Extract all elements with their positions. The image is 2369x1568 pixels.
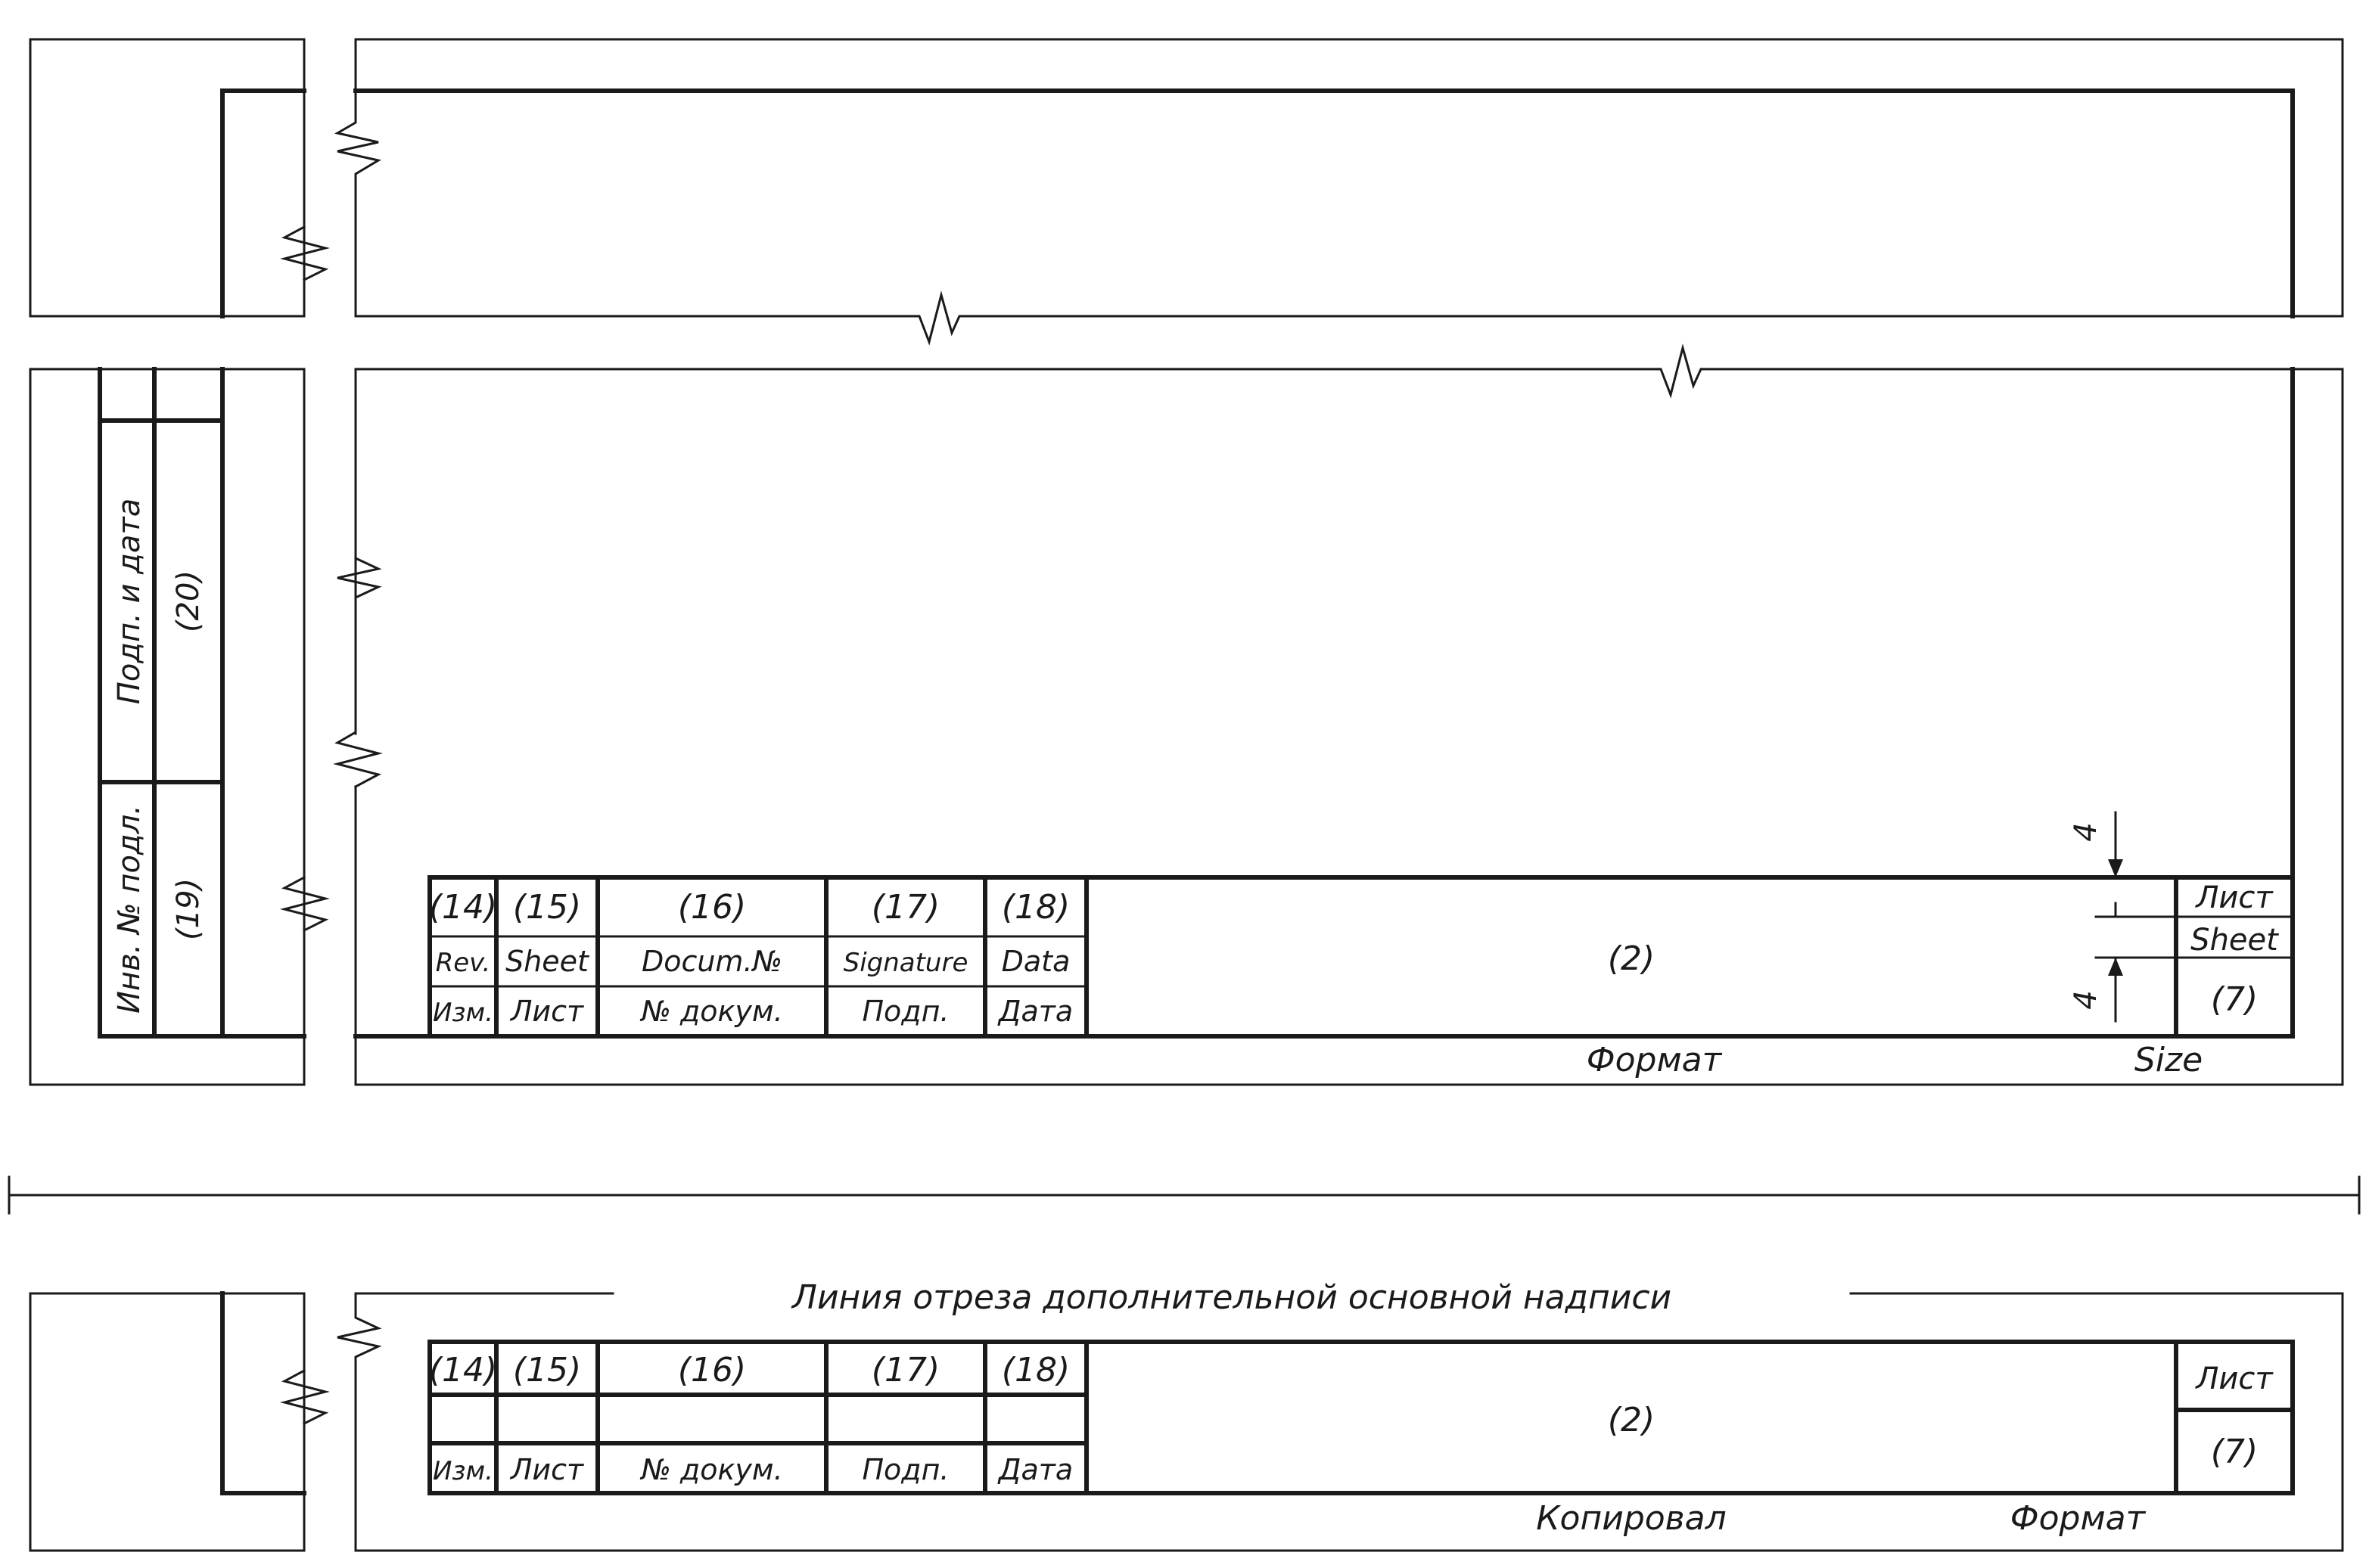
col-sheet-label: Sheet [505,945,590,978]
format-ru-label: Формат [1587,1041,1723,1079]
additional-title-block: (14) (15) (16) (17) (18) Изм. Лист № док… [427,1340,2295,1495]
top-right-sheet-edge [334,38,2344,318]
dimension-arrow-head-icon [2108,859,2123,877]
sheet-number: (7) [2211,980,2258,1019]
middle-fragment: Подп. и дата (20) Инв. № подл. (19) (14)… [29,343,2344,1086]
top-left-sheet-edge [29,38,306,318]
dimension-extension-lines [2094,915,2178,959]
top-left-frame-line [220,88,306,318]
format-en-label: Size [2134,1041,2203,1079]
side-sign-date-number: (20) [171,570,206,632]
additional-title-block-rows [427,1393,1089,1445]
dimension-arrow-head-icon [2108,958,2123,976]
title-block-rows [428,935,1088,988]
add-col-18-number: (18) [1002,1351,1070,1389]
top-fragment [29,38,2344,352]
break-mark-icon [1640,343,1719,399]
add-col-17-number: (17) [872,1351,940,1389]
add-col-podp-label: Подп. [862,1453,949,1486]
col-18-number: (18) [1002,888,1070,927]
col-dokum-label: № докум. [639,995,782,1028]
col-docum-label: Docum.№ [642,945,782,978]
add-col-15-number: (15) [513,1351,581,1389]
side-inv-no-number: (19) [171,878,206,940]
bottom-right-sheet-edge [337,1292,2344,1552]
break-mark-icon [337,368,382,735]
additional-title-block-columns [494,1340,2178,1495]
add-col-dokum-label: № докум. [639,1453,782,1486]
break-mark-icon [280,875,330,933]
add-col-list-label: Лист [509,1453,585,1486]
cut-line-caption: Линия отреза дополнительной основной над… [791,1278,1671,1317]
sheet-en-label: Sheet [2190,923,2279,958]
middle-left-sheet-edge [29,368,306,1086]
add-sheet-ru-label: Лист [2194,1362,2274,1396]
add-col-izm-label: Изм. [433,1456,493,1486]
bottom-left-frame-line [220,1291,306,1495]
col-17-number: (17) [872,888,940,927]
add-title-field-number: (2) [1608,1401,1655,1439]
add-sheet-number: (7) [2211,1433,2258,1471]
dimension-gap-bottom: 4 [2069,990,2103,1009]
col-podp-label: Подп. [862,995,949,1028]
cut-line [8,1175,2361,1215]
col-list-label: Лист [509,995,585,1028]
break-mark-icon [280,225,330,282]
break-mark-icon [333,368,383,789]
side-stamp: Подп. и дата (20) Инв. № подл. (19) [98,367,225,1039]
bottom-left-sheet-edge [29,1292,306,1552]
col-izm-label: Изм. [433,998,493,1028]
title-block: (14) (15) (16) (17) (18) Rev. Sheet Docu… [427,875,2295,1039]
col-16-number: (16) [678,888,746,927]
side-stamp-border [98,367,225,1039]
col-signature-label: Signature [844,948,968,978]
side-inv-no-label: Инв. № подл. [112,805,147,1014]
title-block-columns [494,875,2178,1039]
sheet-cell-rows [2175,915,2294,959]
title-field-number: (2) [1608,939,1655,978]
col-rev-label: Rev. [436,948,491,978]
add-col-16-number: (16) [678,1351,746,1389]
dimension-gap-top: 4 [2069,822,2103,841]
add-col-14-number: (14) [429,1351,497,1389]
sheet-ru-label: Лист [2194,880,2274,915]
col-14-number: (14) [429,888,497,927]
side-sign-date-label: Подп. и дата [112,498,147,704]
col-15-number: (15) [513,888,581,927]
bottom-fragment: Линия отреза дополнительной основной над… [29,1278,2344,1552]
col-data-label: Data [1002,945,1071,978]
middle-left-frame-line [220,367,306,1039]
break-mark-icon [280,1368,330,1426]
additional-title-block-border [427,1340,2295,1495]
cut-line-dimension [8,1175,2361,1215]
break-mark-icon [899,290,978,346]
format-ru-label-bottom: Формат [2010,1499,2147,1538]
dimension-marks: 4 4 [2069,811,2178,1023]
add-col-data-ru-label: Дата [997,1453,1073,1486]
copied-by-label: Копировал [1536,1499,1726,1538]
col-data-ru-label: Дата [997,995,1073,1028]
top-right-frame-line [353,88,2295,318]
